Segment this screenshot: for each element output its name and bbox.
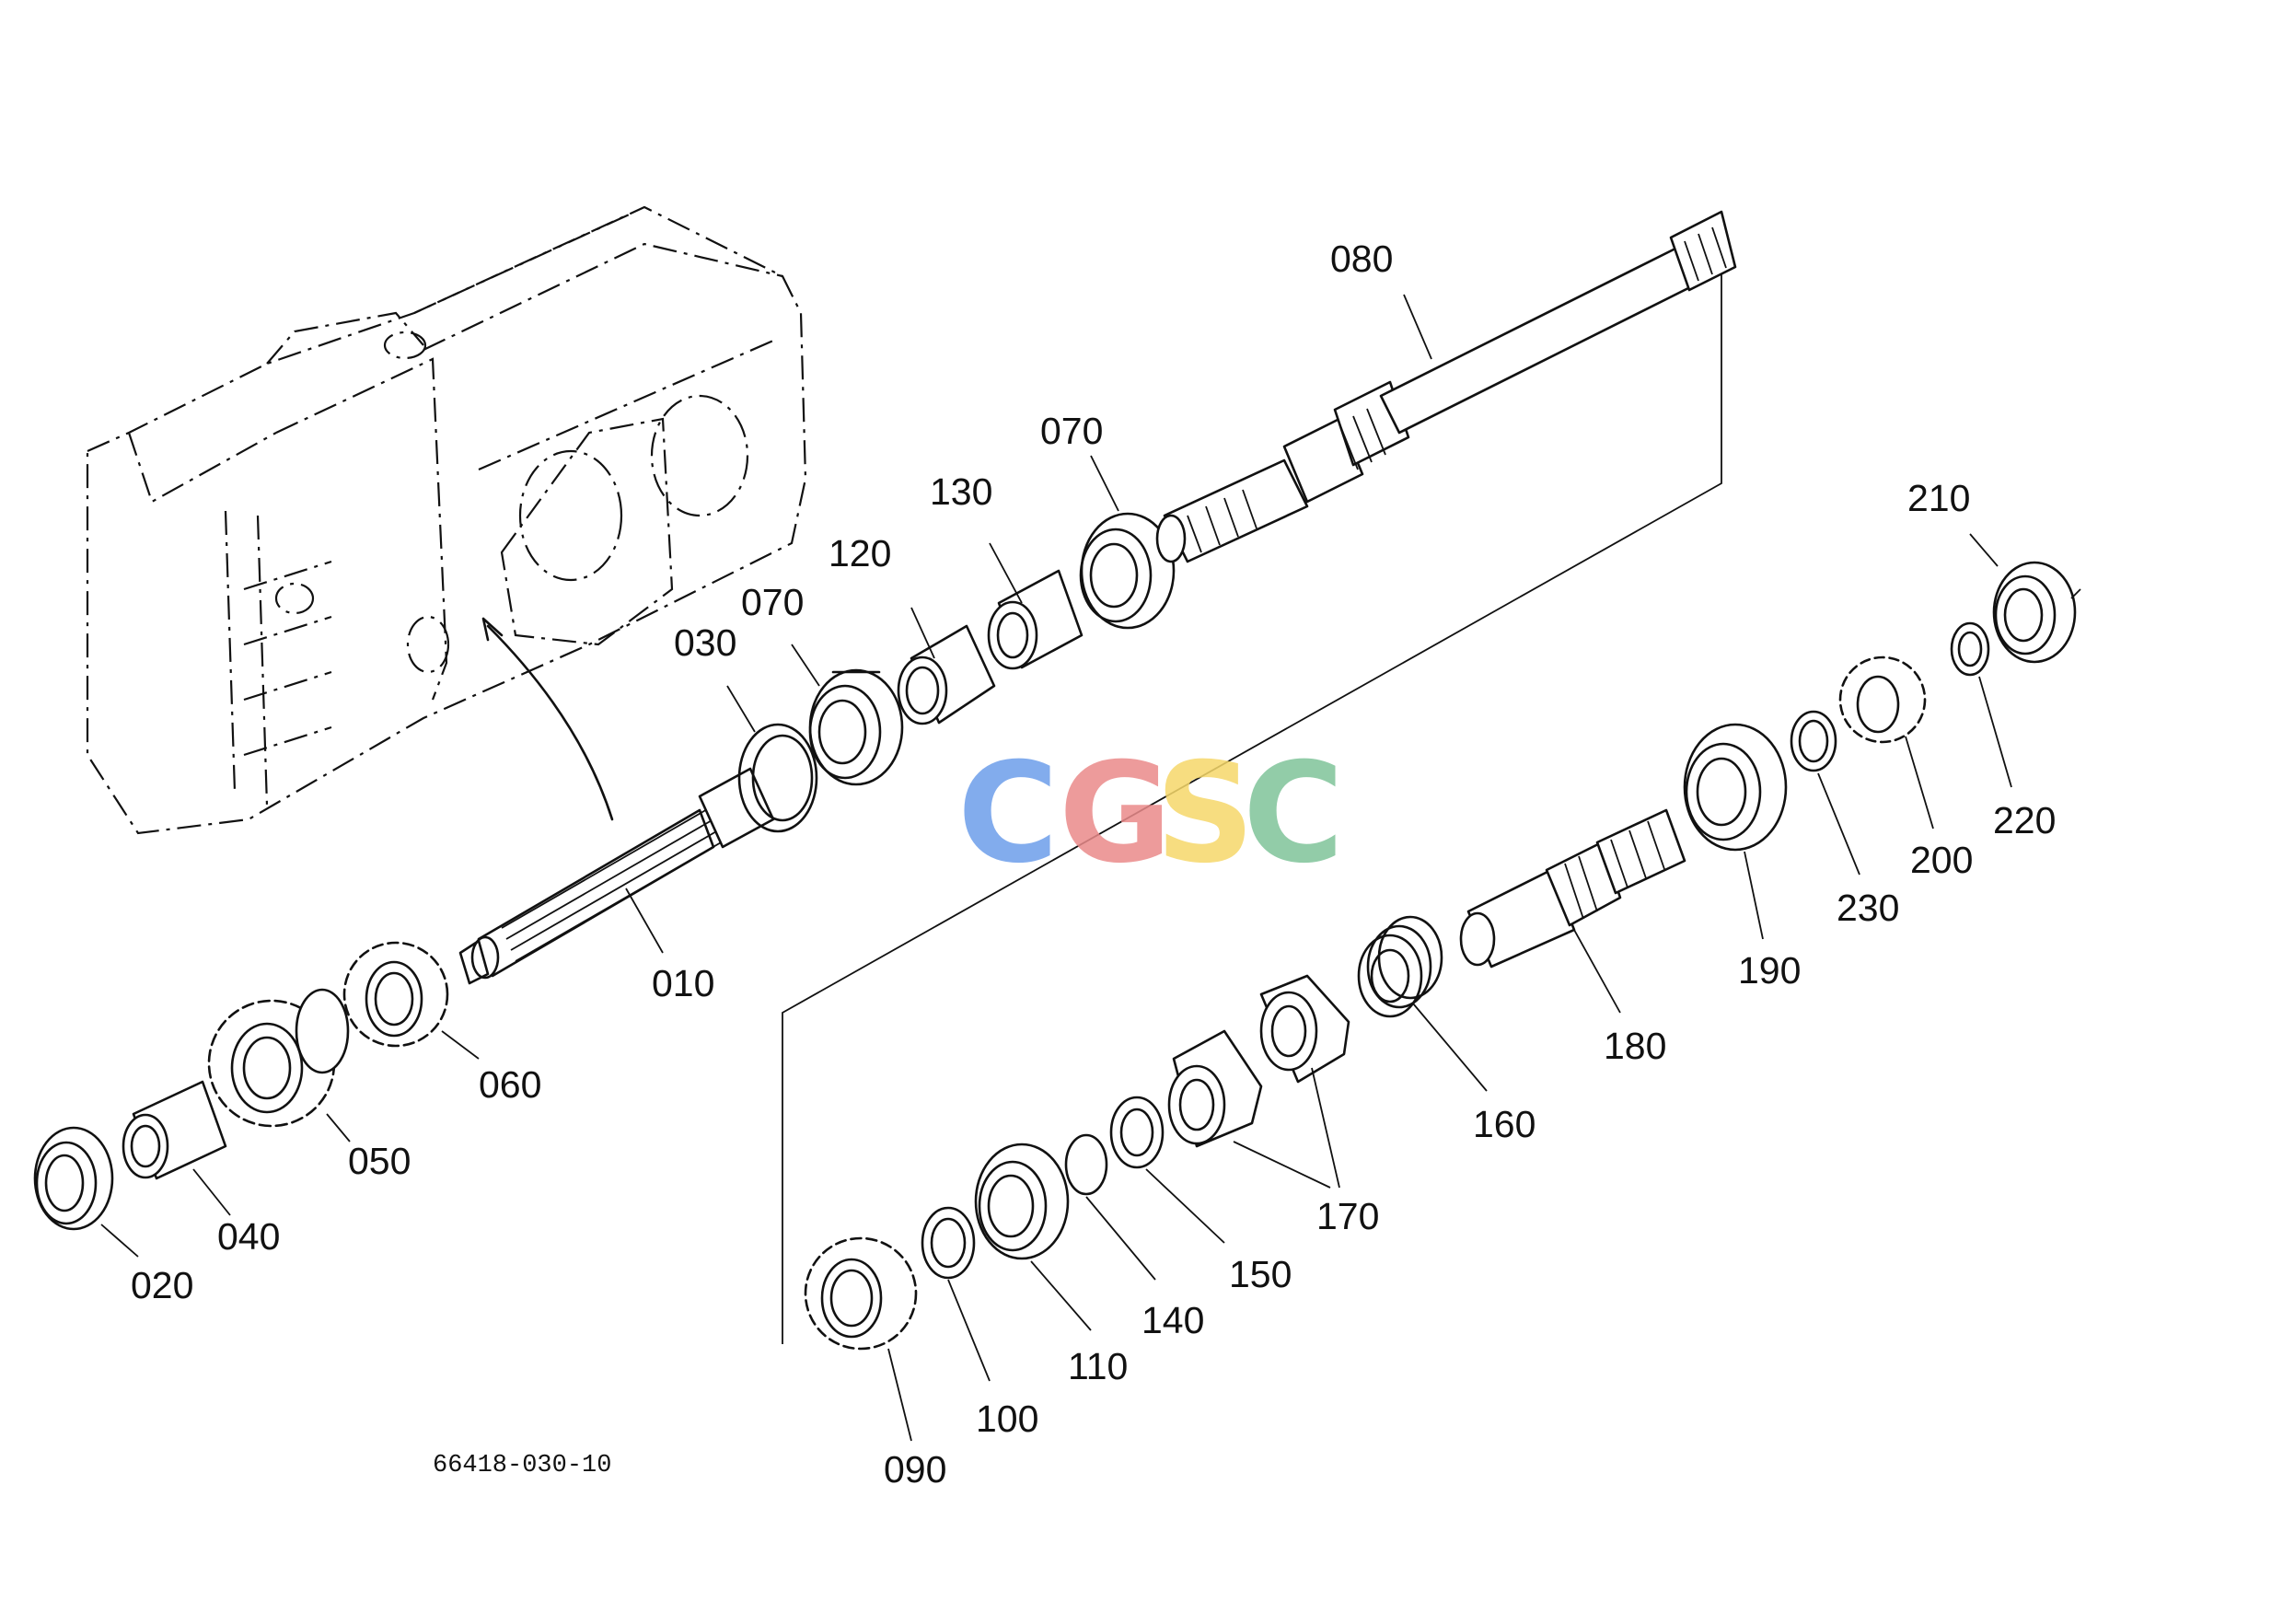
part-130-collar	[987, 569, 1084, 670]
label-110: 110	[1068, 1345, 1128, 1387]
label-100: 100	[976, 1398, 1038, 1440]
label-150: 150	[1229, 1253, 1292, 1295]
part-140-snap-ring	[1064, 1133, 1108, 1196]
label-080: 080	[1330, 238, 1393, 280]
upper-frame-lines	[782, 226, 1722, 1344]
label-140: 140	[1142, 1299, 1204, 1341]
label-070-upper: 070	[1040, 410, 1103, 452]
label-010: 010	[652, 962, 714, 1004]
part-100-washer	[921, 1206, 976, 1280]
label-040: 040	[217, 1215, 280, 1258]
part-190-bearing	[1683, 723, 1788, 852]
part-090-gear	[804, 1236, 918, 1351]
part-220-washer	[1950, 621, 1990, 677]
part-170-coupler	[1167, 974, 1350, 1148]
watermark-letter: C	[957, 734, 1059, 894]
label-020: 020	[131, 1264, 193, 1306]
leader-lines	[100, 294, 2012, 1442]
part-200-gear	[1838, 655, 1927, 744]
label-160: 160	[1473, 1103, 1536, 1145]
label-220: 220	[1993, 799, 2056, 841]
label-130: 130	[930, 470, 992, 513]
drawing-number: 66418-030-10	[433, 1452, 611, 1479]
label-190: 190	[1738, 949, 1801, 992]
part-070-bearing-upper	[1079, 512, 1176, 630]
watermark-letter: S	[1155, 734, 1255, 894]
part-030-snap-ring	[737, 723, 818, 833]
label-230: 230	[1837, 887, 1899, 929]
label-120: 120	[829, 532, 891, 574]
label-200: 200	[1910, 839, 1973, 881]
label-210: 210	[1907, 477, 1970, 519]
part-120-collar	[897, 624, 996, 725]
label-180: 180	[1604, 1025, 1666, 1067]
part-010-input-shaft	[458, 767, 775, 985]
part-180-shaft	[1459, 808, 1686, 969]
part-210-bearing	[1992, 561, 2081, 664]
label-170: 170	[1316, 1195, 1379, 1237]
part-080-main-shaft	[1155, 210, 1737, 563]
watermark: C G S C	[957, 734, 1344, 894]
label-060: 060	[479, 1063, 541, 1106]
transmission-housing	[86, 205, 807, 835]
part-230-washer	[1790, 710, 1837, 772]
part-070-bearing-lower	[808, 668, 904, 786]
part-160-spring	[1357, 915, 1443, 1018]
watermark-letter: G	[1059, 734, 1172, 894]
label-030: 030	[674, 621, 736, 664]
part-040-collar	[122, 1080, 227, 1180]
label-070-lower: 070	[741, 581, 804, 623]
label-090: 090	[884, 1448, 946, 1491]
part-labels: 080 070 130 120 070 030 010 060 050 040 …	[131, 238, 2056, 1491]
part-060-gear	[342, 941, 449, 1048]
label-050: 050	[348, 1140, 411, 1182]
part-110-bearing	[974, 1143, 1070, 1260]
part-020-bearing	[33, 1126, 114, 1231]
part-150-washer	[1109, 1096, 1165, 1169]
watermark-letter: C	[1243, 734, 1344, 894]
part-050-gear	[207, 988, 350, 1128]
